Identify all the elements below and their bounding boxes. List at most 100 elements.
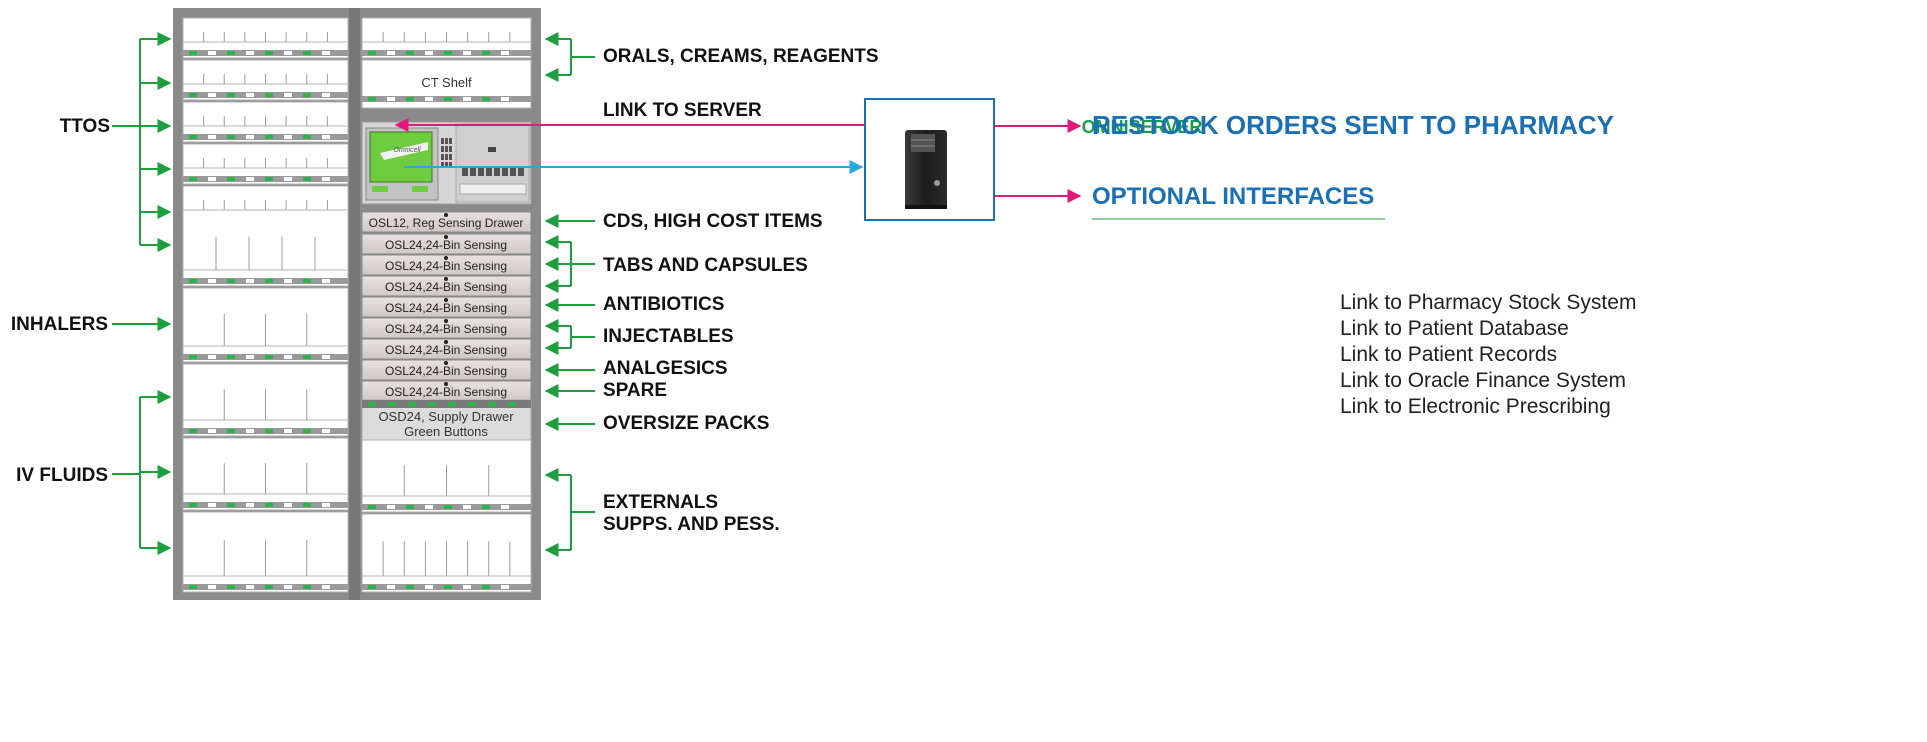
keyboard-tray: [459, 183, 527, 195]
server-logo-dot: [934, 180, 940, 186]
shelf-light: [322, 355, 330, 359]
supply-drawer-button: [488, 402, 496, 406]
screen-logo: Omnicell: [393, 147, 421, 154]
panel-key: [518, 166, 524, 176]
ttos-label: TTOS: [59, 116, 110, 137]
keypad-key: [449, 162, 452, 168]
shelf-light: [482, 585, 490, 589]
shelf-light: [227, 51, 235, 55]
keypad-key: [445, 162, 448, 168]
drawer-indicator: [444, 256, 448, 260]
shelf-light: [425, 97, 433, 101]
shelf-light: [208, 429, 216, 433]
interface-item: Link to Patient Records: [1340, 343, 1558, 366]
shelf-light: [501, 585, 509, 589]
drawer-label: OSL24,24-Bin Sensing: [385, 385, 507, 399]
shelf-light: [501, 51, 509, 55]
screen-button-left: [372, 186, 388, 192]
restock-orders-heading: RESTOCK ORDERS SENT TO PHARMACY: [1092, 110, 1614, 140]
shelf-light: [265, 503, 273, 507]
shelf-light: [246, 93, 254, 97]
server-tower-base: [905, 205, 947, 209]
panel-key: [470, 166, 476, 176]
externals-label: EXTERNALS: [603, 492, 719, 513]
touch-screen: [369, 131, 433, 183]
shelf-light: [284, 51, 292, 55]
key-row: [459, 166, 527, 195]
panel-key: [494, 166, 500, 176]
shelf-light: [303, 503, 311, 507]
shelf-light: [303, 585, 311, 589]
antibiotics-label: ANTIBIOTICS: [603, 294, 725, 315]
iv-fluids-label: IV FLUIDS: [16, 465, 108, 486]
drawer-label: OSL24,24-Bin Sensing: [385, 259, 507, 273]
shelf-light: [425, 51, 433, 55]
interface-item: Link to Electronic Prescribing: [1340, 395, 1611, 418]
screen-logo-swoosh: [380, 142, 428, 160]
shelf-light: [387, 585, 395, 589]
keypad-key: [441, 162, 444, 168]
shelf-light: [284, 503, 292, 507]
shelf-light: [189, 135, 197, 139]
right-column-top-shelves: [361, 17, 532, 109]
cds-label: CDS, HIGH COST ITEMS: [603, 211, 823, 232]
keypad-key: [445, 138, 448, 144]
shelf-light: [463, 97, 471, 101]
shelf-light: [322, 51, 330, 55]
drawer-label: OSL24,24-Bin Sensing: [385, 322, 507, 336]
orals-label: ORALS, CREAMS, REAGENTS: [603, 46, 879, 67]
shelf-light: [482, 505, 490, 509]
shelf-light: [387, 97, 395, 101]
shelf-light: [444, 505, 452, 509]
panel-key: [486, 166, 492, 176]
shelf-light: [482, 51, 490, 55]
shelf-light: [246, 177, 254, 181]
shelf-light: [284, 279, 292, 283]
drawer-front: [361, 211, 532, 233]
shelf-light: [284, 93, 292, 97]
panel-key: [502, 166, 508, 176]
shelf-light: [265, 135, 273, 139]
supply-drawer-button: [508, 402, 516, 406]
shelf-light: [406, 97, 414, 101]
optional-interfaces-heading: OPTIONAL INTERFACES: [1092, 183, 1375, 210]
supply-drawer-buttons: [368, 402, 516, 406]
shelf-light: [444, 585, 452, 589]
server-drive-bays: [911, 134, 935, 152]
shelf-light: [208, 135, 216, 139]
supps-pess-label: SUPPS. AND PESS.: [603, 514, 780, 535]
shelf-light: [303, 355, 311, 359]
drawer-label: OSL24,24-Bin Sensing: [385, 364, 507, 378]
drawer-indicator: [444, 298, 448, 302]
supply-drawer-button: [368, 402, 376, 406]
shelf-light: [284, 135, 292, 139]
shelf-light: [303, 279, 311, 283]
shelf-light: [322, 135, 330, 139]
drawer-label: OSL24,24-Bin Sensing: [385, 238, 507, 252]
shelf-light: [208, 279, 216, 283]
shelf-light: [265, 355, 273, 359]
panel-key: [462, 166, 468, 176]
shelf-light: [387, 51, 395, 55]
ct-shelf-label: CT Shelf: [421, 75, 472, 90]
inhalers-label: INHALERS: [10, 314, 108, 335]
shelf-light: [227, 177, 235, 181]
shelf-light: [189, 429, 197, 433]
shelf-light: [387, 505, 395, 509]
shelf-light: [246, 135, 254, 139]
supply-drawer-button: [408, 402, 416, 406]
shelf-light: [425, 585, 433, 589]
interface-item: Link to Pharmacy Stock System: [1340, 291, 1637, 314]
shelf-light: [246, 585, 254, 589]
drawer-indicator: [444, 213, 448, 217]
supply-drawer-label: OSD24, Supply Drawer: [378, 409, 514, 424]
keypad-key: [441, 154, 444, 160]
shelf-light: [303, 429, 311, 433]
shelf-light: [265, 177, 273, 181]
shelf-light: [303, 177, 311, 181]
shelf-light: [322, 177, 330, 181]
shelf-light: [284, 355, 292, 359]
interface-item: Link to Oracle Finance System: [1340, 369, 1626, 392]
